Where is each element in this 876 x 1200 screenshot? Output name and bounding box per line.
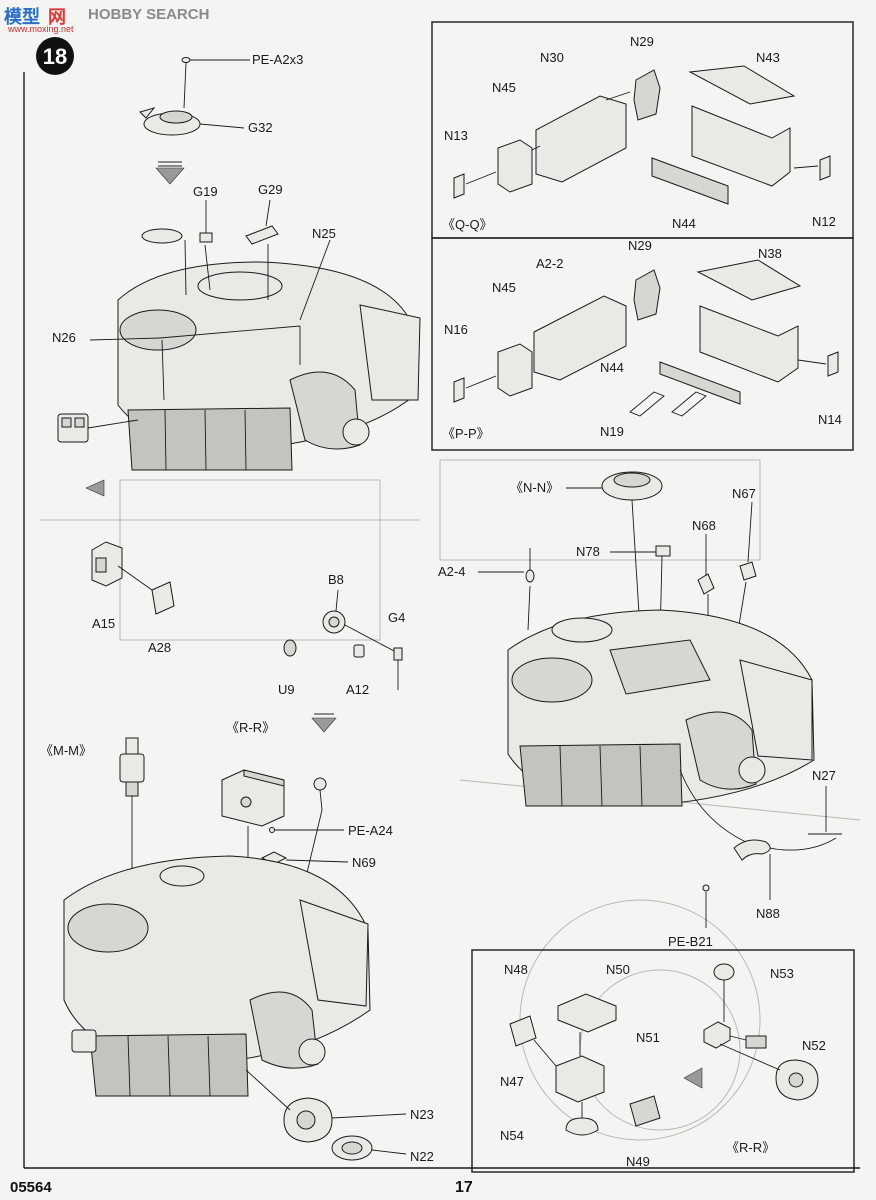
part-g29 [245, 199, 279, 245]
callout-n14: N14 [818, 412, 842, 427]
turret-assembly-1 [89, 239, 421, 471]
callout-nn: 《N-N》 [510, 480, 559, 495]
callout-n29-pp: N29 [628, 238, 652, 253]
part-pe-a2 [181, 57, 250, 109]
step-number-badge: 18 [36, 37, 74, 75]
callout-qq: 《Q-Q》 [442, 217, 493, 232]
callout-pe-a2x3: PE-A2x3 [252, 52, 303, 67]
callout-a15: A15 [92, 616, 115, 631]
callout-n69: N69 [352, 855, 376, 870]
watermark-brand-cn-a: 模型 [4, 7, 40, 27]
callout-n44-pp: N44 [600, 360, 624, 375]
turret-assembly-3 [507, 609, 815, 807]
callout-n45-pp: N45 [492, 280, 516, 295]
page-number: 17 [455, 1179, 473, 1196]
assembly-arrow-3 [311, 713, 337, 733]
callout-n48: N48 [504, 962, 528, 977]
part-a28 [117, 565, 175, 615]
callout-g32: G32 [248, 120, 273, 135]
callout-g19: G19 [193, 184, 218, 199]
callout-a28: A28 [148, 640, 171, 655]
callout-n12: N12 [812, 214, 836, 229]
callout-n30: N30 [540, 50, 564, 65]
callout-n53: N53 [770, 966, 794, 981]
part-hatch-plate [141, 228, 183, 244]
inset-qq-parts [453, 65, 831, 205]
part-n22 [331, 1135, 407, 1161]
part-pe-a24 [269, 827, 344, 833]
callout-n25: N25 [312, 226, 336, 241]
part-b8 [322, 589, 397, 653]
callout-n88: N88 [756, 906, 780, 921]
callout-n47: N47 [500, 1074, 524, 1089]
callout-n38: N38 [758, 246, 782, 261]
kit-number: 05564 [10, 1179, 52, 1196]
callout-pp: 《P-P》 [442, 426, 490, 441]
callout-a2-2: A2-2 [536, 256, 563, 271]
callout-rr-inset: 《R-R》 [726, 1140, 775, 1155]
callout-n19: N19 [600, 424, 624, 439]
callout-n44: N44 [672, 216, 696, 231]
part-n23 [245, 1069, 407, 1143]
callout-a12: A12 [346, 682, 369, 697]
callout-n67: N67 [732, 486, 756, 501]
callout-n26: N26 [52, 330, 76, 345]
watermark-brand-en: HOBBY SEARCH [88, 6, 210, 23]
callout-g4: G4 [388, 610, 405, 625]
callout-pe-b21: PE-B21 [668, 934, 713, 949]
watermark-brand-cn-b: 网 [48, 7, 66, 27]
part-g19 [199, 200, 213, 243]
part-a12 [353, 644, 365, 658]
part-side-box [57, 413, 139, 443]
callout-u9: U9 [278, 682, 295, 697]
callout-n23: N23 [410, 1107, 434, 1122]
callout-n49: N49 [626, 1154, 650, 1169]
inset-pp-parts [453, 259, 839, 417]
callout-n16: N16 [444, 322, 468, 337]
callout-n29: N29 [630, 34, 654, 49]
callout-n27: N27 [812, 768, 836, 783]
callout-rr: 《R-R》 [226, 720, 275, 735]
callout-b8: B8 [328, 572, 344, 587]
part-g4 [393, 647, 403, 690]
callout-n51: N51 [636, 1030, 660, 1045]
step-number: 18 [43, 44, 67, 69]
part-g32 [139, 107, 245, 136]
inset-pp-frame [431, 237, 854, 451]
part-n27-n88-wire [679, 769, 842, 928]
callout-mm: 《M-M》 [40, 743, 92, 758]
watermark-url: www.moxing.net [8, 24, 74, 34]
part-mm-mount [119, 737, 145, 868]
callout-n68: N68 [692, 518, 716, 533]
inset-rr-frame [471, 949, 855, 1173]
callout-g29: G29 [258, 182, 283, 197]
part-a2-4 [478, 548, 535, 631]
callout-n54: N54 [500, 1128, 524, 1143]
part-rr-box [221, 769, 285, 900]
assembly-arrow-1 [155, 161, 185, 185]
callout-n43: N43 [756, 50, 780, 65]
callout-pe-a24: PE-A24 [348, 823, 393, 838]
callout-n45: N45 [492, 80, 516, 95]
part-a15 [91, 541, 123, 587]
callout-n22: N22 [410, 1149, 434, 1164]
turret-assembly-2 [63, 855, 371, 1097]
callout-n52: N52 [802, 1038, 826, 1053]
assembly-arrow-2 [85, 479, 105, 497]
part-n-n-hatch [566, 471, 663, 631]
part-u9 [283, 639, 297, 657]
callout-n13: N13 [444, 128, 468, 143]
callout-n78: N78 [576, 544, 600, 559]
inset-rr-parts [509, 963, 819, 1136]
callout-a2-4: A2-4 [438, 564, 465, 579]
callout-n50: N50 [606, 962, 630, 977]
